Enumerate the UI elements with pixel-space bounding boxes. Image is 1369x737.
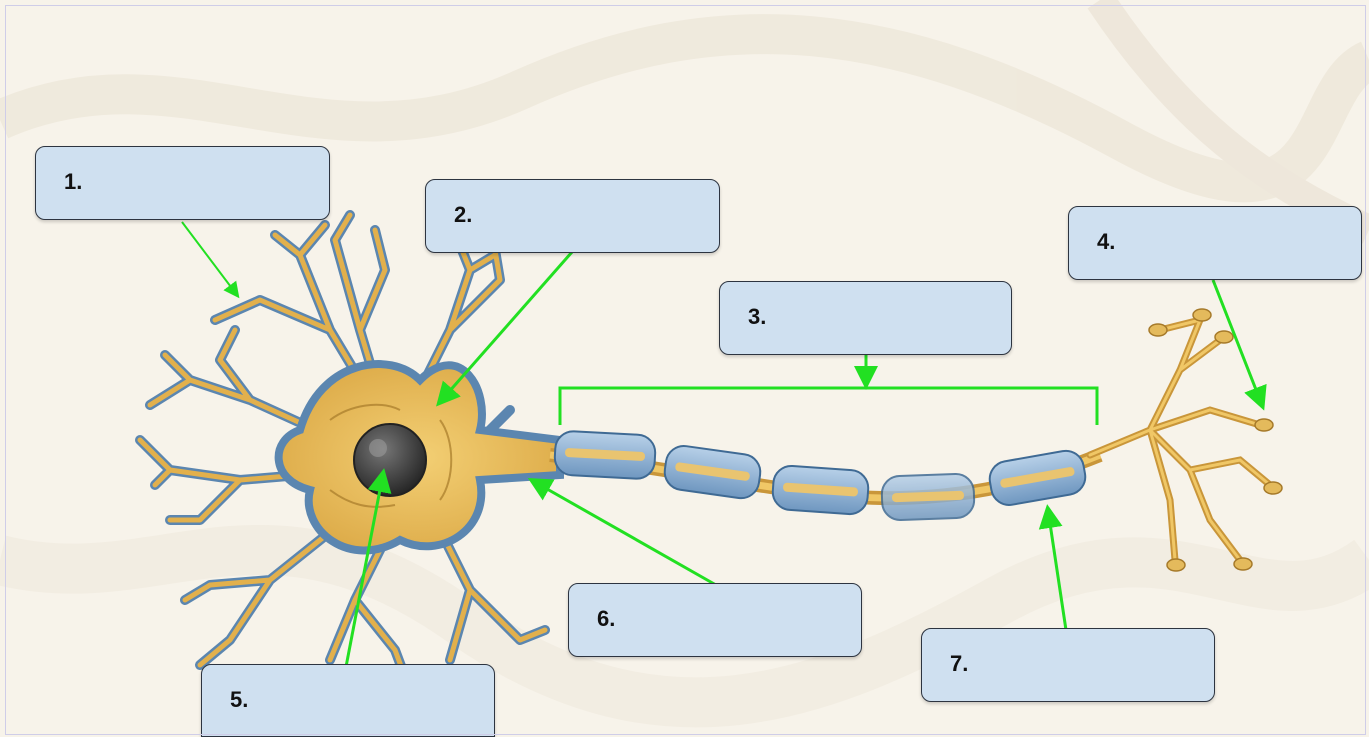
label-box-4[interactable]: 4. xyxy=(1068,206,1362,280)
label-number: 1. xyxy=(64,169,82,194)
nucleus xyxy=(354,424,426,496)
label-number: 5. xyxy=(230,687,248,712)
label-number: 6. xyxy=(597,606,615,631)
axon-terminals xyxy=(1090,309,1282,571)
label-box-2[interactable]: 2. xyxy=(425,179,720,253)
label-box-6[interactable]: 6. xyxy=(568,583,862,657)
label-box-5[interactable]: 5. xyxy=(201,664,495,737)
pointer-6 xyxy=(533,481,716,585)
label-box-7[interactable]: 7. xyxy=(921,628,1215,702)
label-box-1[interactable]: 1. xyxy=(35,146,330,220)
myelin-segment xyxy=(772,465,870,516)
label-number: 2. xyxy=(454,202,472,227)
bracket-3 xyxy=(560,388,1097,425)
label-box-3[interactable]: 3. xyxy=(719,281,1012,355)
myelin-segment xyxy=(554,430,656,479)
myelin-sheaths xyxy=(554,430,1088,520)
myelin-segment xyxy=(987,448,1088,508)
label-number: 7. xyxy=(950,651,968,676)
label-number: 3. xyxy=(748,304,766,329)
pointer-1 xyxy=(182,222,237,295)
myelin-segment xyxy=(881,473,974,520)
label-number: 4. xyxy=(1097,229,1115,254)
myelin-segment xyxy=(662,444,762,501)
